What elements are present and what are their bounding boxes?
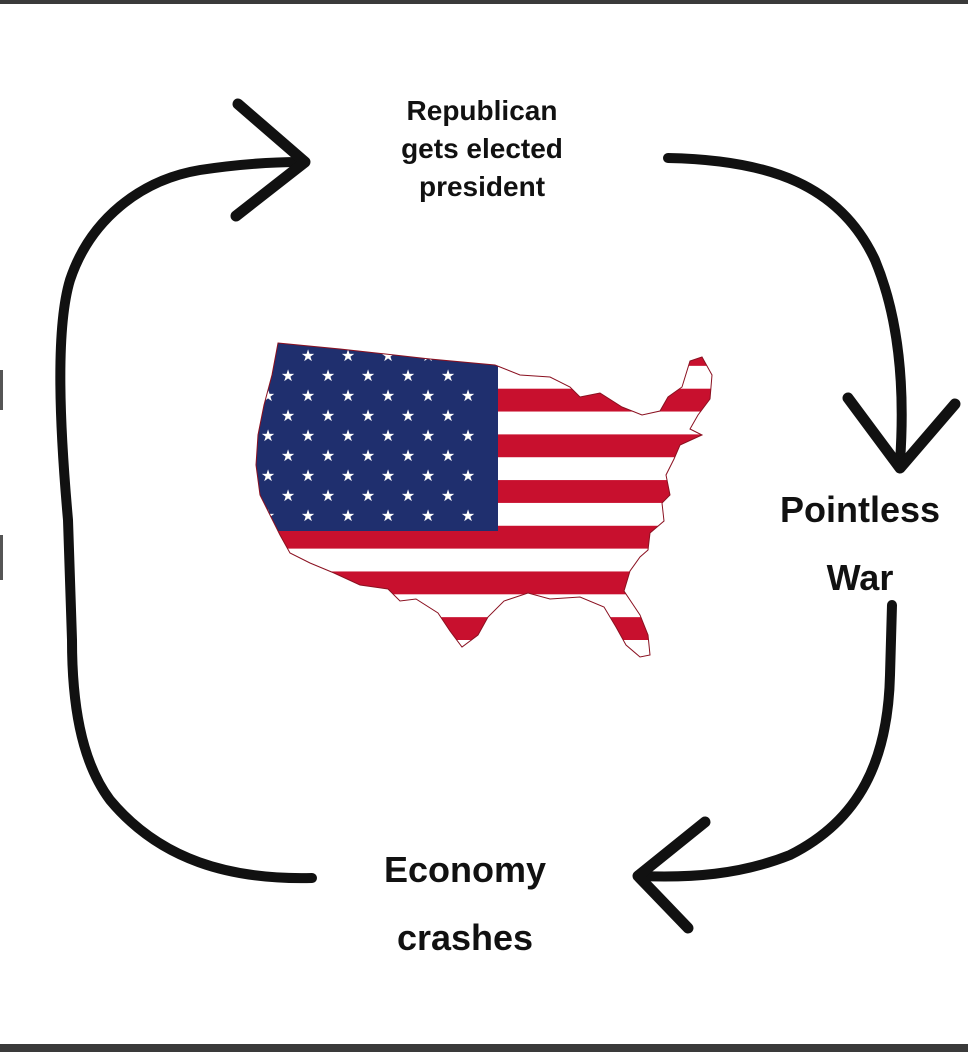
flag-star: ★: [381, 386, 395, 405]
flag-star: ★: [301, 426, 315, 445]
flag-star: ★: [321, 366, 335, 385]
frame-top-border: [0, 0, 968, 4]
flag-star: ★: [401, 486, 415, 505]
flag-star: ★: [401, 406, 415, 425]
flag-star: ★: [421, 346, 435, 365]
flag-star: ★: [461, 506, 475, 525]
frame-edge-mark: [0, 370, 3, 410]
frame-bottom-border: [0, 1044, 968, 1052]
flag-stripe-red: [256, 525, 712, 549]
step-pointless-war: Pointless War: [760, 476, 960, 612]
flag-star: ★: [421, 466, 435, 485]
flag-star: ★: [461, 426, 475, 445]
flag-star: ★: [421, 426, 435, 445]
flag-canton: [256, 343, 498, 531]
flag-star: ★: [261, 346, 275, 365]
flag-star: ★: [321, 406, 335, 425]
flag-star: ★: [341, 506, 355, 525]
arrow-to-economy: [635, 600, 897, 882]
flag-star: ★: [441, 406, 455, 425]
flag-star: ★: [281, 366, 295, 385]
flag-star: ★: [381, 346, 395, 365]
flag-star: ★: [301, 386, 315, 405]
flag-stripe-red: [256, 571, 712, 595]
flag-star: ★: [361, 446, 375, 465]
flag-star: ★: [361, 486, 375, 505]
step-war-line: War: [826, 557, 894, 598]
flag-star: ★: [261, 466, 275, 485]
flag-star: ★: [441, 486, 455, 505]
flag-star: ★: [361, 406, 375, 425]
flag-star: ★: [281, 486, 295, 505]
flag-star: ★: [401, 366, 415, 385]
flag-star: ★: [321, 486, 335, 505]
step-war-line: Pointless: [779, 489, 941, 530]
flag-star: ★: [461, 386, 475, 405]
flag-star: ★: [381, 506, 395, 525]
flag-star: ★: [321, 446, 335, 465]
flag-star: ★: [301, 466, 315, 485]
flag-star: ★: [301, 506, 315, 525]
flag-star: ★: [421, 386, 435, 405]
flag-star: ★: [261, 426, 275, 445]
flag-star: ★: [341, 386, 355, 405]
flag-star: ★: [441, 446, 455, 465]
flag-star: ★: [441, 366, 455, 385]
flag-star: ★: [381, 466, 395, 485]
flag-star: ★: [401, 446, 415, 465]
arrow-to-republican: [55, 157, 317, 884]
flag-star: ★: [461, 466, 475, 485]
usa-flag-map: ★ ★ ★ ★ ★ ★ ★ ★ ★ ★ ★ ★ ★ ★ ★ ★ ★ ★ ★ ★ ★ ★ ★ ★ ★ ★ ★ ★ ★ ★ ★ ★ ★ ★ ★ ★ ★ ★ ★ ★…: [255, 342, 713, 658]
flag-fill: ★ ★ ★ ★ ★ ★ ★ ★ ★ ★ ★ ★ ★ ★ ★ ★ ★ ★ ★ ★ ★ ★ ★ ★ ★ ★ ★ ★ ★ ★ ★ ★ ★ ★ ★ ★ ★ ★ ★ ★…: [256, 343, 712, 657]
flag-star: ★: [381, 426, 395, 445]
step-republican-line: gets elected: [401, 133, 563, 164]
step-republican-line: Republican: [406, 95, 558, 126]
flag-star: ★: [341, 426, 355, 445]
arrowhead-to-republican: [230, 98, 311, 222]
flag-star: ★: [341, 466, 355, 485]
step-republican-elected: Republican gets elected president: [362, 92, 602, 206]
step-economy-crashes: Economy crashes: [345, 836, 585, 972]
flag-star: ★: [281, 406, 295, 425]
step-republican-line: president: [418, 171, 546, 202]
flag-stripe-red: [256, 617, 712, 640]
flag-star: ★: [421, 506, 435, 525]
arrowhead-to-war: [842, 392, 961, 474]
step-economy-line: Economy: [383, 849, 547, 890]
arrowhead-to-economy: [632, 816, 711, 934]
flag-stars: ★ ★ ★ ★ ★ ★ ★ ★ ★ ★ ★ ★ ★ ★ ★ ★ ★ ★ ★ ★ ★ ★ ★ ★ ★ ★ ★ ★ ★ ★ ★ ★ ★ ★ ★ ★ ★ ★ ★ ★…: [261, 346, 475, 525]
arrow-to-war: [663, 153, 907, 467]
step-economy-line: crashes: [396, 917, 534, 958]
flag-star: ★: [361, 366, 375, 385]
usa-outline: [255, 342, 713, 658]
frame-edge-mark: [0, 535, 3, 580]
flag-star: ★: [281, 446, 295, 465]
flag-star: ★: [301, 346, 315, 365]
